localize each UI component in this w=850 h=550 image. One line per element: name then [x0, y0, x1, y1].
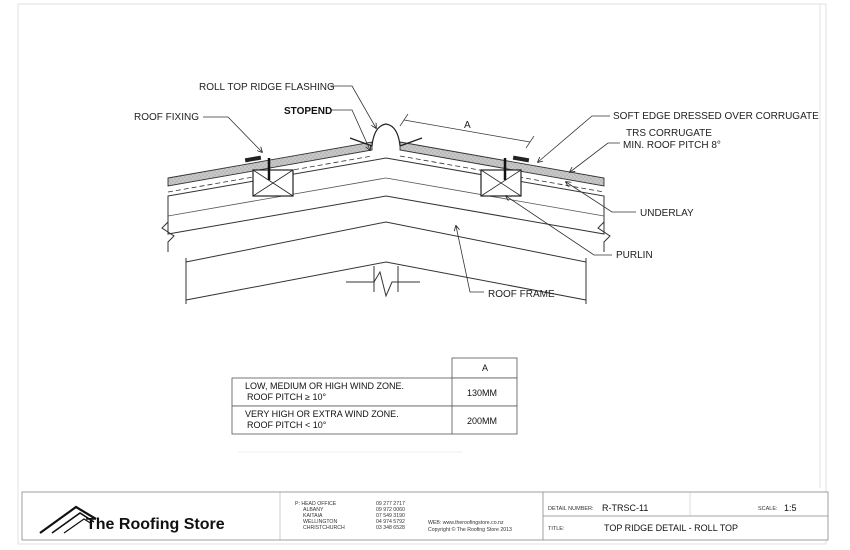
label-underlay: UNDERLAY: [640, 208, 694, 219]
label-purlin: PURLIN: [616, 250, 653, 261]
detail-number: R-TRSC-11: [602, 503, 648, 513]
scale-value: 1:5: [784, 503, 797, 513]
dimension-a-label: A: [464, 120, 471, 131]
purlin-left: [252, 169, 294, 197]
roof-fixing-right: [503, 155, 530, 180]
sheet-border: [17, 3, 827, 545]
office-1-phone: 09 972 0060: [376, 507, 405, 513]
office-list: P: HEAD OFFICE 09 277 2717 ALBANY 09 972…: [295, 501, 405, 531]
roof-detail-drawing: A ROLL TOP RIDGE FLASHING STOPEND ROOF F…: [134, 82, 819, 304]
website: WEB: www.theroofingstore.co.nz: [428, 520, 504, 526]
table-row2-line2: ROOF PITCH < 10°: [247, 420, 327, 430]
brand-logo: The Roofing Store: [39, 505, 225, 534]
office-1-name: ALBANY: [303, 507, 324, 513]
label-soft-edge: SOFT EDGE DRESSED OVER CORRUGATE: [613, 111, 819, 122]
table-row2-line1: VERY HIGH OR EXTRA WIND ZONE.: [245, 409, 399, 419]
office-0-phone: 09 277 2717: [376, 501, 405, 507]
office-0-name: P: HEAD OFFICE: [295, 501, 337, 507]
label-min-pitch: MIN. ROOF PITCH 8°: [623, 140, 721, 151]
dimension-table: A LOW, MEDIUM OR HIGH WIND ZONE. ROOF PI…: [231, 357, 518, 453]
drawing-title: TOP RIDGE DETAIL - ROLL TOP: [604, 523, 738, 533]
detail-number-label: DETAIL NUMBER:: [548, 506, 594, 512]
label-roof-frame: ROOF FRAME: [488, 289, 555, 300]
label-roll-top-ridge-flashing: ROLL TOP RIDGE FLASHING: [199, 82, 335, 93]
table-header-a: A: [482, 363, 488, 373]
purlin-right: [480, 169, 522, 197]
title-block: The Roofing Store P: HEAD OFFICE 09 277 …: [21, 491, 829, 541]
label-trs-corrugate: TRS CORRUGATE: [626, 128, 712, 139]
office-4-name: CHRISTCHURCH: [303, 525, 345, 531]
underlay-left: [167, 155, 373, 193]
office-4-phone: 03 348 6528: [376, 525, 405, 531]
office-2-phone: 07 549 3190: [376, 513, 405, 519]
table-row1-line1: LOW, MEDIUM OR HIGH WIND ZONE.: [245, 381, 404, 391]
label-roof-fixing: ROOF FIXING: [134, 112, 199, 123]
table-row1-line2: ROOF PITCH ≥ 10°: [247, 392, 326, 402]
copyright: Copyright © The Roofing Store 2013: [428, 526, 512, 533]
table-row1-value: 130MM: [467, 388, 497, 398]
scale-label: SCALE:: [758, 506, 778, 512]
office-3-phone: 04 974 5792: [376, 519, 405, 525]
roll-top-ridge-flashing: [349, 123, 423, 147]
label-stopend: STOPEND: [284, 106, 332, 117]
office-2-name: KAITAIA: [303, 513, 323, 519]
office-3-name: WELLINGTON: [303, 519, 337, 525]
brand-name: The Roofing Store: [86, 516, 225, 533]
roof-fixing-left: [244, 155, 271, 180]
roof-sheet-right: [399, 141, 605, 187]
title-label: TITLE:: [548, 526, 565, 532]
table-row2-value: 200MM: [467, 416, 497, 426]
dimension-a: A: [399, 113, 535, 149]
